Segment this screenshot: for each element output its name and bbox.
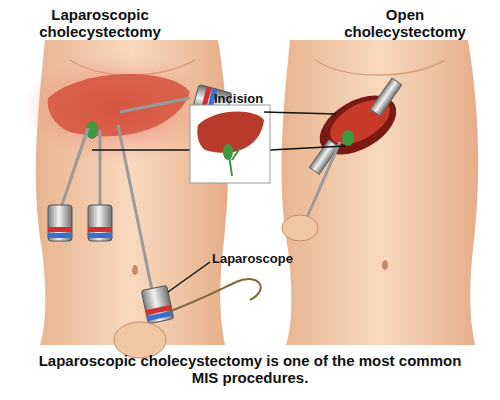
bile-duct xyxy=(228,148,240,176)
part-label: Incision xyxy=(214,92,274,107)
procedure-heading: Laparoscopic cholecystectomy xyxy=(20,6,180,41)
leader-line xyxy=(270,146,345,150)
leader-line xyxy=(168,262,210,292)
leader-line xyxy=(92,149,190,151)
trocar-body xyxy=(88,205,112,241)
trocar-band xyxy=(48,233,72,238)
gallbladder xyxy=(342,130,354,146)
navel xyxy=(382,260,388,270)
trocar-band xyxy=(88,227,112,232)
chest-line xyxy=(315,60,445,75)
hand xyxy=(282,215,318,241)
trocar-body xyxy=(48,205,72,241)
camera-cable xyxy=(168,279,261,312)
retractor xyxy=(370,78,402,116)
trocar xyxy=(48,205,72,241)
surgical-instrument xyxy=(305,142,340,222)
leader-line xyxy=(264,112,336,114)
inset-frame xyxy=(190,105,270,183)
instrument-shaft xyxy=(99,130,102,205)
caption: Laparoscopic cholecystectomy is one of t… xyxy=(30,352,470,387)
part-label: Laparoscope xyxy=(212,252,312,267)
navel xyxy=(132,265,138,275)
trocar-band xyxy=(48,227,72,232)
procedure-heading: Open cholecystectomy xyxy=(330,6,480,41)
instrument-shaft xyxy=(120,98,190,112)
trocar-band xyxy=(88,233,112,238)
trocar xyxy=(88,205,112,241)
torso xyxy=(282,40,479,345)
instrument-shaft xyxy=(62,128,88,205)
liver-glow xyxy=(23,53,213,163)
